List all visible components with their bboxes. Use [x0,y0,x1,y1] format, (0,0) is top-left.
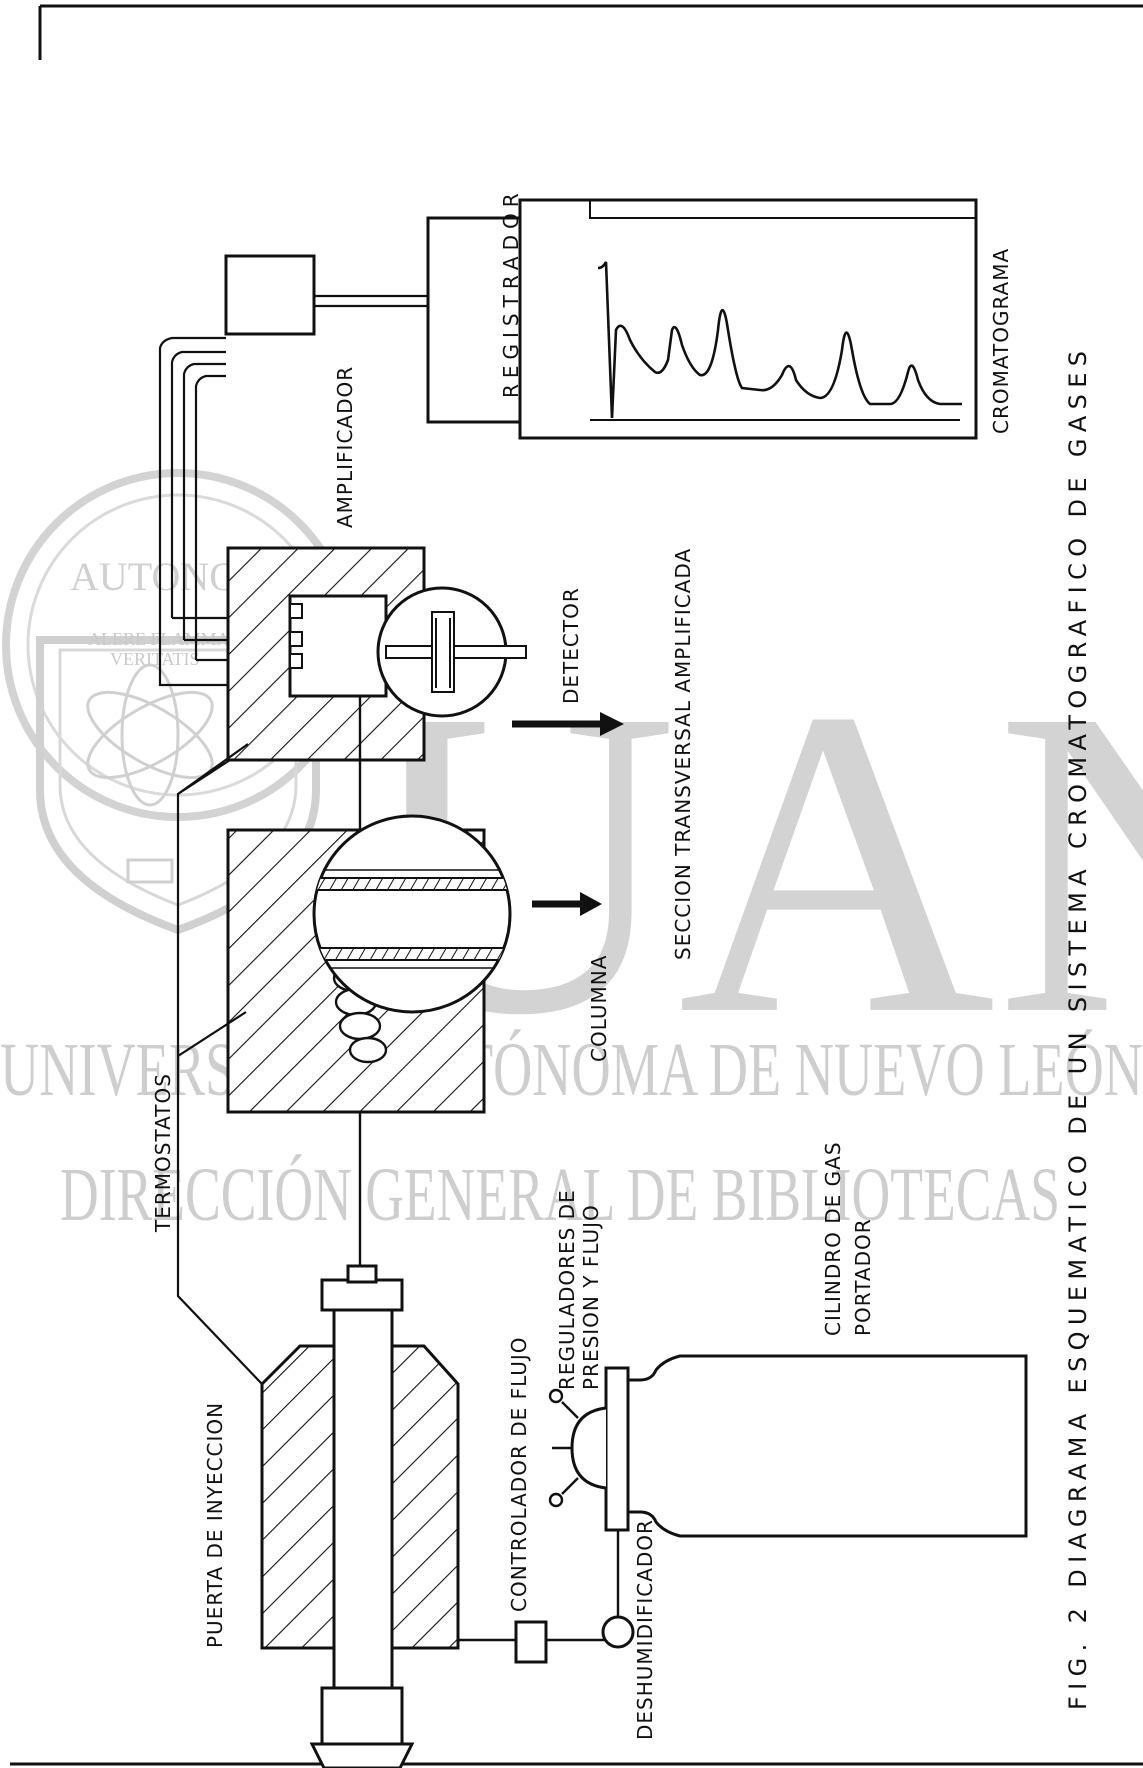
label-chromatogram: CROMATOGRAMA [989,248,1013,434]
arrows [512,712,624,916]
label-amplifier: AMPLIFICADOR [333,366,357,528]
label-flow-controller: CONTROLADOR DE FLUJO [507,1336,531,1612]
thermostat-wire [176,743,263,1385]
watermark-library-direction: DIRECCIÓN GENERAL DE BIBLIOTECAS [60,1153,1060,1237]
page-frame [10,4,1143,1766]
gas-supply-train [458,1366,635,1664]
label-detector: DETECTOR [559,587,583,704]
label-cylinder-line1: CILINDRO DE GAS [821,1141,845,1336]
label-regulators-line1: REGULADORES DE [555,1189,579,1390]
gas-cylinder [626,1354,1028,1538]
label-cylinder-line2: PORTADOR [851,1218,875,1336]
column-cross-section [314,869,510,969]
label-injection-port: PUERTA DE INYECCION [203,1402,227,1648]
label-column: COLUMNA [587,955,611,1062]
detector-block [226,546,527,762]
label-regulators-line2: PRESION Y FLUJO [579,1204,603,1390]
seal-motto-line1: ALERE FLAMMAM [88,629,246,649]
amplifier-box [224,254,316,336]
label-cross-section: SECCION TRANSVERSAL AMPLIFICADA [671,548,695,960]
column-oven [226,814,512,1114]
chromatogram-trace [597,261,962,419]
label-recorder: REGISTRADOR [499,187,523,398]
watermark-university-name: UNIVERSIDAD AUTÓNOMA DE NUEVO LEÓN [0,1028,1143,1112]
label-dehumidifier: DESHUMIDIFICADOR [633,1519,657,1740]
seal-motto-line2: VERITATIS [110,649,200,669]
label-thermostats: TERMOSTATOS [151,1073,175,1233]
recorder-unit [426,198,978,440]
injection-port [260,1264,460,1768]
